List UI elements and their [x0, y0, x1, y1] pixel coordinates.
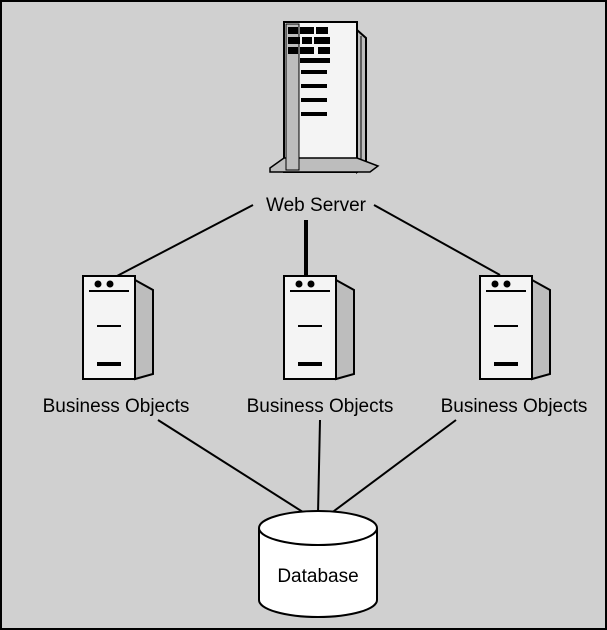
database-label: Database [277, 566, 358, 587]
connector-web-to-bo-left [116, 204, 254, 277]
server-icon [82, 275, 154, 381]
connector-bo-left-to-db [157, 419, 307, 515]
connector-web-to-bo-right [373, 204, 501, 276]
web-server-label: Web Server [266, 195, 367, 216]
tower-server-icon [269, 21, 380, 175]
connector-bo-right-to-db [329, 419, 457, 515]
server-icon [479, 275, 551, 381]
connectors [116, 204, 501, 515]
business-objects-label-right: Business Objects [441, 396, 588, 417]
connector-bo-center-to-db [317, 419, 321, 515]
business-objects-label-left: Business Objects [43, 396, 190, 417]
business-objects-label-center: Business Objects [247, 396, 394, 417]
server-icon [283, 275, 355, 381]
database-cylinder-icon [258, 510, 378, 618]
